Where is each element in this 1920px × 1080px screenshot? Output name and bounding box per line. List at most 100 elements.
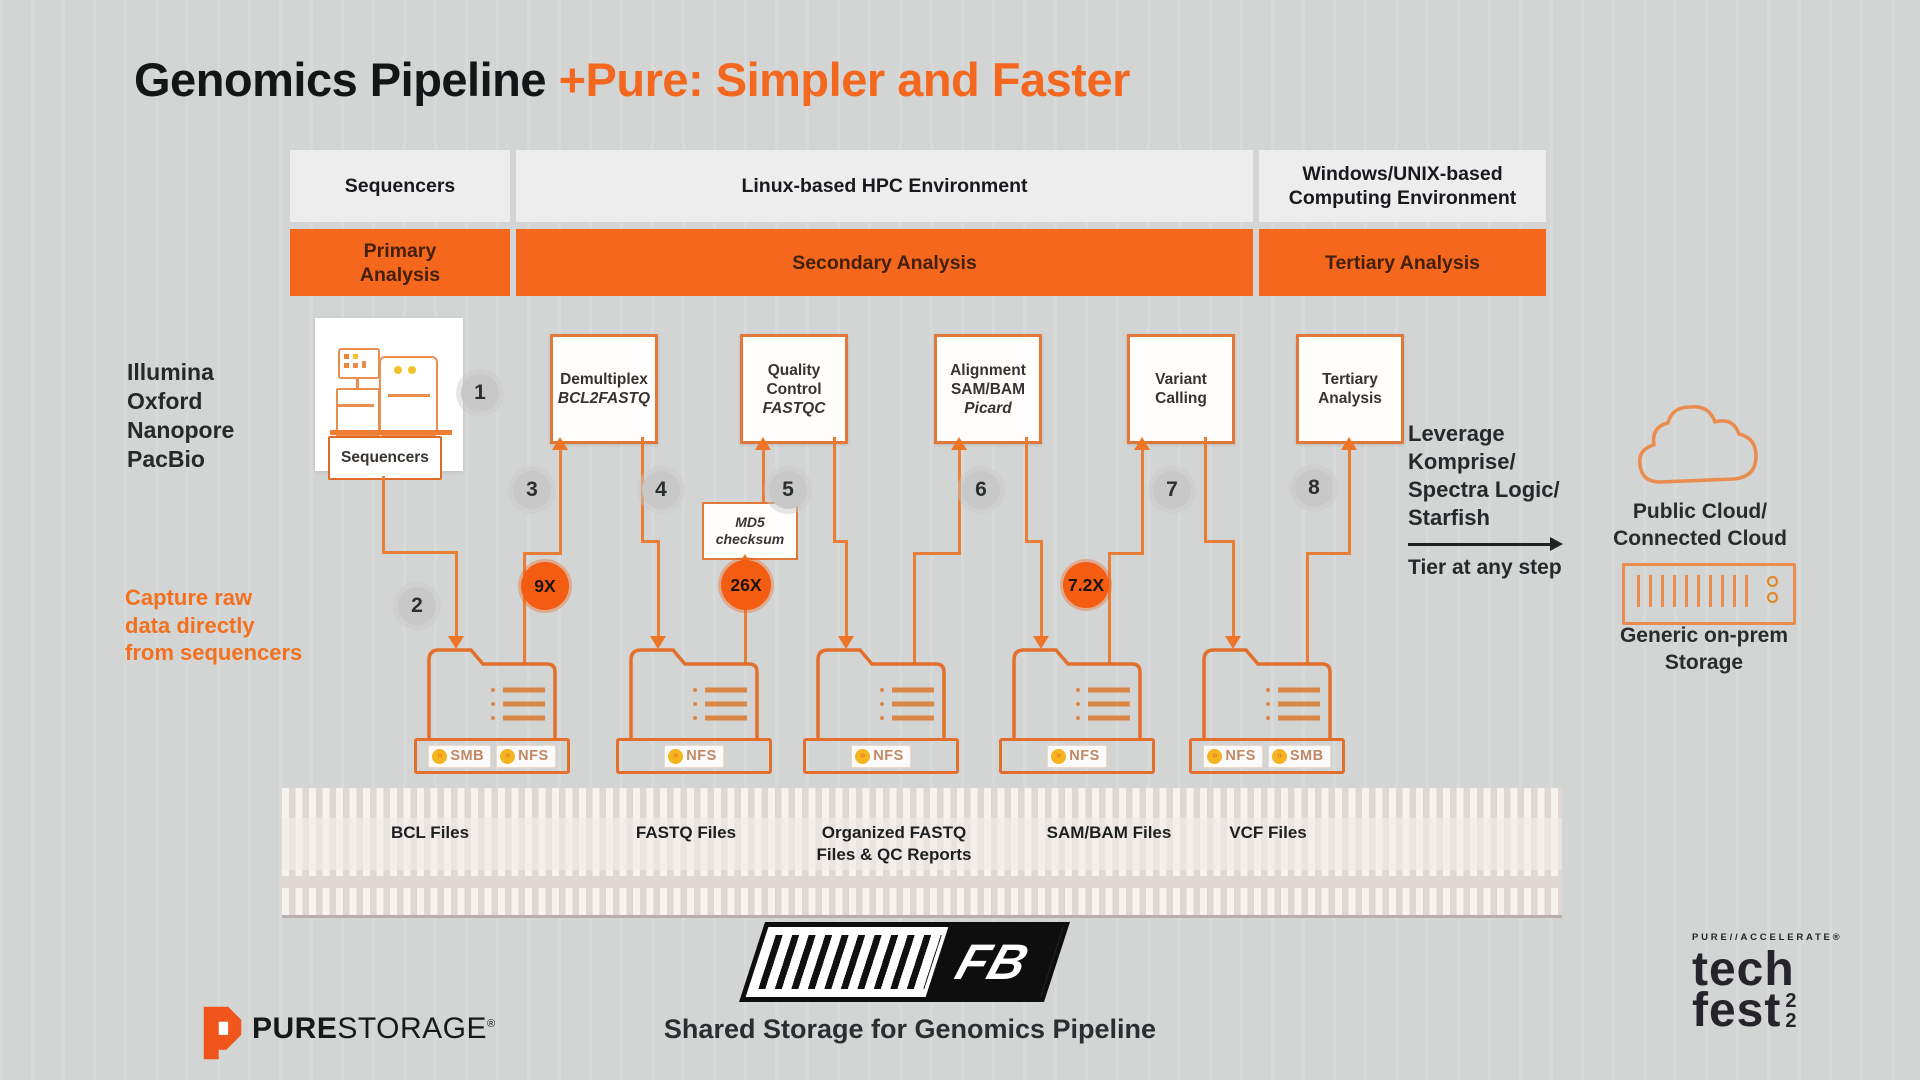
protocol-tray: »SMB »NFS	[414, 738, 570, 774]
techfest-line2: fest	[1692, 984, 1782, 1037]
phase-text: Tertiary Analysis	[1325, 251, 1480, 274]
step-circle-7: 7	[1153, 471, 1191, 509]
server-icon	[1622, 563, 1796, 625]
note-line: Capture raw	[125, 585, 253, 610]
process-box-variant-calling: Variant Calling	[1127, 334, 1235, 444]
connector-arrow-up	[552, 437, 568, 450]
onprem-storage-label: Generic on-prem Storage	[1619, 624, 1789, 674]
md5-checksum-box: MD5 checksum	[702, 502, 798, 560]
pure-accelerate-label: PURE//ACCELERATE®	[1692, 932, 1843, 943]
step-circle-1: 1	[461, 374, 499, 412]
nfs-badge: »NFS	[1203, 744, 1263, 768]
tier-arrow	[1408, 543, 1552, 546]
flashblade-logo: FB	[739, 922, 1070, 1002]
folder-icon	[1012, 648, 1142, 738]
flashblade-fb-mark: FB	[925, 927, 1064, 997]
env-header-text: Linux-based HPC Environment	[741, 175, 1028, 197]
process-box-demultiplex: Demultiplex BCL2FASTQ	[550, 334, 658, 444]
env-header-text: Sequencers	[344, 175, 456, 197]
phase-secondary-analysis: Secondary Analysis	[516, 229, 1253, 296]
public-cloud-label: Public Cloud/ Connected Cloud	[1613, 500, 1787, 550]
shared-storage-caption: Shared Storage for Genomics Pipeline	[663, 1014, 1157, 1044]
folder-icon	[1202, 648, 1332, 738]
connector-arrow-up	[755, 437, 771, 450]
tier-arrow-head-icon	[1550, 537, 1563, 551]
env-header-text: Computing Environment	[1288, 187, 1517, 209]
note-line: data directly	[125, 612, 255, 638]
protocol-badge-icon: »	[1207, 748, 1223, 764]
phase-tertiary-analysis: Tertiary Analysis	[1259, 229, 1546, 296]
vendor-name: Illumina	[127, 359, 214, 385]
protocol-badge-icon: »	[668, 748, 684, 764]
env-header-windows-unix: Windows/UNIX-based Computing Environment	[1259, 150, 1546, 222]
phase-primary-analysis: Primary Analysis	[290, 229, 510, 296]
nfs-badge: »NFS	[851, 744, 911, 768]
env-header-hpc: Linux-based HPC Environment	[516, 150, 1253, 222]
step-circle-3: 3	[513, 471, 551, 509]
protocol-badge-icon: »	[855, 748, 871, 764]
file-label-bcl: BCL Files	[390, 823, 470, 842]
folder-icon	[427, 648, 557, 738]
sequencers-label-box: Sequencers	[328, 436, 442, 480]
multiplier-9x-badge: 9X	[521, 562, 569, 610]
phase-text: Primary	[363, 239, 437, 262]
tier-at-any-step-label: Tier at any step	[1408, 556, 1562, 579]
sequencer-vendors-list: Illumina Oxford Nanopore PacBio	[127, 358, 234, 474]
protocol-badge-icon: »	[1271, 748, 1287, 764]
folder-icon	[816, 648, 946, 738]
step-circle-6: 6	[962, 471, 1000, 509]
connector-arrow-down	[1225, 636, 1241, 649]
connector-arrow-down	[650, 636, 666, 649]
page-title: Genomics Pipeline +Pure: Simpler and Fas…	[134, 52, 1130, 107]
note-line: from sequencers	[125, 640, 303, 665]
vendor-name: PacBio	[127, 446, 205, 472]
smb-badge: »SMB	[1267, 744, 1331, 768]
page-title-orange: +Pure: Simpler and Faster	[558, 53, 1131, 106]
sequencers-label: Sequencers	[341, 449, 429, 466]
cloud-icon	[1638, 405, 1758, 484]
capture-raw-data-note: Capture raw data directly from sequencer…	[125, 584, 302, 667]
vendor-name: Nanopore	[127, 417, 235, 443]
pure-storage-wordmark: PURESTORAGE®	[252, 1012, 496, 1045]
phase-text: Analysis	[359, 263, 441, 286]
process-box-alignment: Alignment SAM/BAM Picard	[934, 334, 1042, 444]
multiplier-26x-badge: 26X	[721, 560, 771, 610]
step-circle-5: 5	[769, 471, 807, 509]
file-label-fastq: FASTQ Files	[635, 823, 737, 842]
protocol-tray: »NFS »SMB	[1189, 738, 1345, 774]
step-circle-4: 4	[642, 471, 680, 509]
protocol-badge-icon: »	[432, 748, 448, 764]
process-box-tertiary-analysis: Tertiary Analysis	[1296, 334, 1404, 444]
pure-storage-mark-icon	[203, 1006, 242, 1060]
file-label-sam-bam: SAM/BAM Files	[1046, 823, 1172, 842]
phase-text: Secondary Analysis	[792, 251, 977, 274]
step-circle-2: 2	[398, 587, 436, 625]
connector-arrow-up	[951, 437, 967, 450]
array-label-wash	[282, 818, 1562, 870]
vendor-name: Oxford	[127, 388, 203, 414]
nfs-badge: »NFS	[664, 744, 724, 768]
protocol-tray: »NFS	[616, 738, 772, 774]
smb-badge: »SMB	[428, 744, 492, 768]
tiering-note: Leverage Komprise/ Spectra Logic/ Starfi…	[1408, 421, 1560, 530]
techfest-year: 2 2	[1785, 990, 1797, 1032]
multiplier-7-2x-badge: 7.2X	[1063, 562, 1109, 608]
connector-arrow-down	[448, 636, 464, 649]
env-header-sequencers: Sequencers	[290, 150, 510, 222]
array-stripes-bottom	[282, 888, 1562, 915]
techfest-logo: PURE//ACCELERATE® tech fest 2 2	[1692, 932, 1862, 1037]
protocol-badge-icon: »	[500, 748, 516, 764]
protocol-badge-icon: »	[1051, 748, 1067, 764]
page-title-black: Genomics Pipeline	[134, 53, 559, 106]
step-circle-8: 8	[1295, 469, 1333, 507]
connector-arrow-up	[1134, 437, 1150, 450]
protocol-tray: »NFS	[999, 738, 1155, 774]
flashblade-stripes-icon	[758, 935, 942, 989]
file-label-vcf: VCF Files	[1229, 823, 1307, 842]
folder-icon	[629, 648, 759, 738]
connector-arrow-up	[1341, 437, 1357, 450]
connector-arrow-down	[1033, 636, 1049, 649]
nfs-badge: »NFS	[496, 744, 556, 768]
